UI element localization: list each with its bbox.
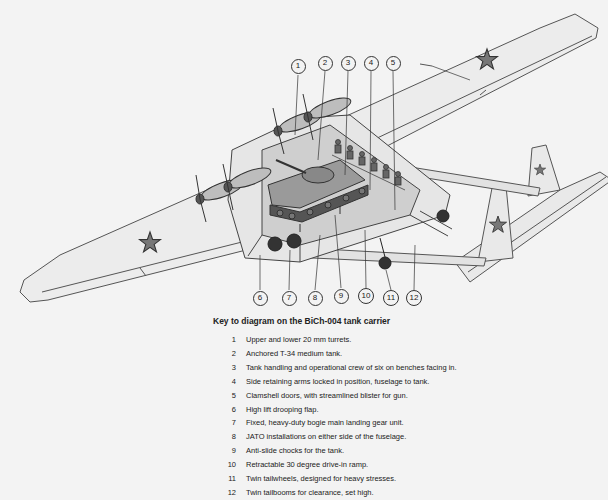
callout-number: 6 [258, 294, 262, 302]
key-text: Anti-slide chocks for the tank. [246, 446, 344, 455]
callout-circle: 4 [364, 56, 379, 71]
key-number: 4 [222, 377, 236, 386]
callout-number: 9 [339, 292, 343, 300]
key-text: High lift drooping flap. [246, 405, 319, 414]
key-number: 12 [222, 488, 236, 497]
callout-circle: 2 [318, 56, 333, 71]
callout-circle: 6 [253, 291, 268, 306]
callout-circle: 1 [291, 59, 306, 74]
key-number: 1 [222, 335, 236, 344]
key-text: Fixed, heavy-duty bogie main landing gea… [246, 418, 404, 427]
key-number: 11 [222, 474, 236, 483]
callout-number: 4 [369, 59, 373, 67]
leader-lines [260, 66, 470, 290]
key-text: Anchored T-34 medium tank. [246, 349, 342, 358]
callout-circle: 7 [282, 291, 297, 306]
key-text: Twin tailwheels, designed for heavy stre… [246, 474, 396, 483]
key-text: Upper and lower 20 mm turrets. [246, 335, 351, 344]
fuselage [228, 115, 452, 262]
key-title: Key to diagram on the BiCh-004 tank carr… [213, 316, 390, 326]
callout-circle: 3 [341, 56, 356, 71]
callout-circle: 12 [406, 290, 422, 306]
tank [268, 160, 368, 232]
callout-number: 8 [313, 294, 317, 302]
callout-number: 12 [410, 294, 419, 302]
key-number: 7 [222, 418, 236, 427]
key-number: 8 [222, 432, 236, 441]
callout-circle: 11 [383, 290, 399, 306]
callout-number: 1 [296, 62, 300, 70]
callout-number: 10 [362, 292, 371, 300]
key-number: 3 [222, 363, 236, 372]
landing-gear [268, 210, 449, 269]
callout-circle: 8 [308, 291, 323, 306]
callout-number: 11 [387, 294, 395, 302]
wings [20, 14, 598, 302]
key-number: 6 [222, 405, 236, 414]
callout-number: 7 [287, 294, 291, 302]
callout-circle: 5 [386, 56, 401, 71]
key-text: Retractable 30 degree drive-in ramp. [246, 460, 368, 469]
key-text: JATO installations on either side of the… [246, 432, 406, 441]
callout-circle: 9 [334, 289, 349, 304]
key-number: 2 [222, 349, 236, 358]
key-text: Side retaining arms locked in position, … [246, 377, 429, 386]
callout-circle: 10 [358, 288, 374, 304]
callout-number: 3 [346, 59, 350, 67]
callout-number: 2 [323, 59, 327, 67]
callout-number: 5 [391, 59, 395, 67]
key-text: Tank handling and operational crew of si… [246, 363, 457, 372]
key-number: 9 [222, 446, 236, 455]
key-number: 5 [222, 391, 236, 400]
key-text: Twin tailbooms for clearance, set high. [246, 488, 374, 497]
key-text: Clamshell doors, with streamlined bliste… [246, 391, 408, 400]
engines [196, 94, 353, 222]
key-number: 10 [222, 460, 236, 469]
